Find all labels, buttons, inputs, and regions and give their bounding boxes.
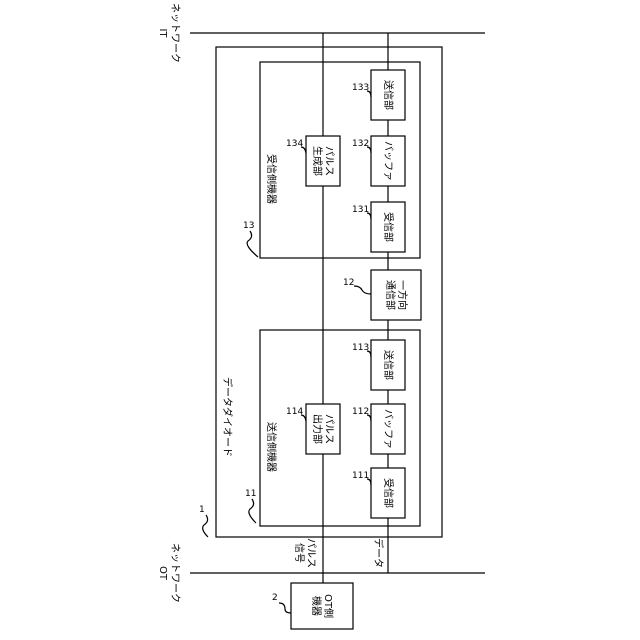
oneway-label-1: 一方向 [396,280,409,310]
oneway-label-2: 通信部 [384,280,397,310]
ref-133: 133 [352,83,369,93]
pulse-gen-label-2: 生成部 [311,146,324,176]
ref-131: 131 [352,205,369,215]
ref-2: 2 [272,593,278,603]
ref-12-leader [354,286,371,294]
ot-device-label-2: 機器 [310,596,323,616]
ref-112: 112 [352,407,369,417]
ref-12: 12 [343,278,354,288]
ref-2-leader [279,603,291,613]
tx-transmitter-label: 送信部 [382,350,395,380]
oneway-comm-block [371,270,421,320]
tx-receiver-label: 受信部 [382,478,395,508]
data-signal-label: データ [372,538,385,568]
ref-13: 13 [243,221,254,231]
it-network-label-1: IT [157,28,168,38]
ref-114: 114 [286,407,303,417]
tx-buffer-label: バッファ [382,409,394,449]
pulse-output-label-1: パルス [323,414,335,444]
receiver-title: 受信側機器 [265,154,278,204]
ref-13-leader [247,231,258,257]
ot-device-box [291,583,353,629]
rx-buffer-label: バッファ [382,141,394,181]
ref-11-leader [249,499,256,523]
pulse-output-label-2: 出力部 [311,414,324,444]
ref-11: 11 [245,489,256,499]
ot-device-label-1: OT側 [322,594,335,618]
ref-1: 1 [199,505,205,515]
pulse-signal-label-1: パルス [305,538,317,568]
diode-title: データダイオード [221,377,234,457]
sender-title: 送信側機器 [265,422,278,472]
ot-network-label-2: ネットワーク [169,543,181,603]
pulse-signal-label-2: 信号 [293,543,305,563]
rx-receiver-label: 受信部 [382,212,395,242]
ref-113: 113 [352,343,369,353]
pulse-gen-label-1: パルス [323,146,335,176]
rx-transmitter-label: 送信部 [382,80,395,110]
ref-1-leader [203,515,208,537]
ot-network-label-1: OT [157,566,168,581]
ref-134: 134 [286,139,303,149]
ref-132: 132 [352,139,369,149]
ref-111: 111 [352,471,369,481]
it-network-label-2: ネットワーク [169,3,181,63]
